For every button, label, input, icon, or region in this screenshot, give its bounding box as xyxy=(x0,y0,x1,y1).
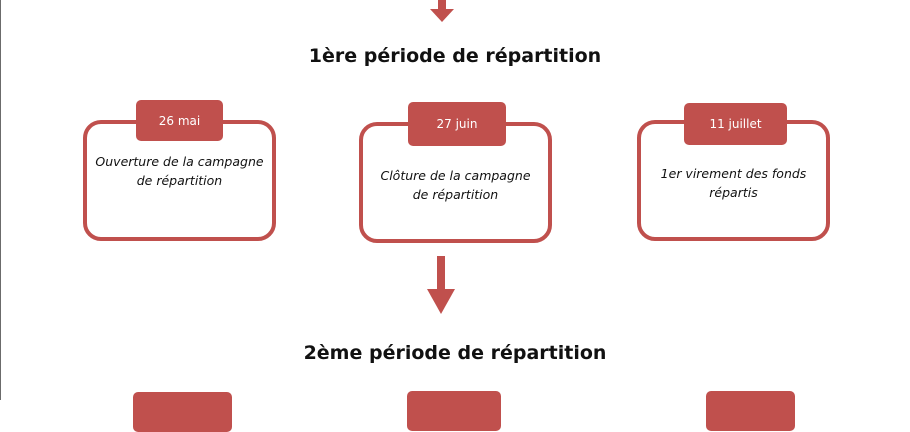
step-label: Ouverture de la campagne de répartition xyxy=(95,153,264,188)
step-date-badge: 11 juillet xyxy=(684,103,787,145)
step-date-badge xyxy=(133,392,232,432)
step-date-badge: 27 juin xyxy=(408,102,506,146)
step-label: 1er virement des fonds répartis xyxy=(660,165,807,200)
down-arrow-icon xyxy=(427,256,455,314)
step-date-badge: 26 mai xyxy=(136,100,223,141)
step-label: Clôture de la campagne de répartition xyxy=(380,167,531,202)
step-date-badge xyxy=(407,391,501,431)
down-arrow-icon xyxy=(430,0,454,22)
page-left-border xyxy=(0,0,1,400)
period-1-title: 1ère période de répartition xyxy=(308,45,602,67)
step-date-badge xyxy=(706,391,795,431)
step-card-1: Ouverture de la campagne de répartition xyxy=(83,120,276,241)
period-2-title: 2ème période de répartition xyxy=(303,342,607,364)
